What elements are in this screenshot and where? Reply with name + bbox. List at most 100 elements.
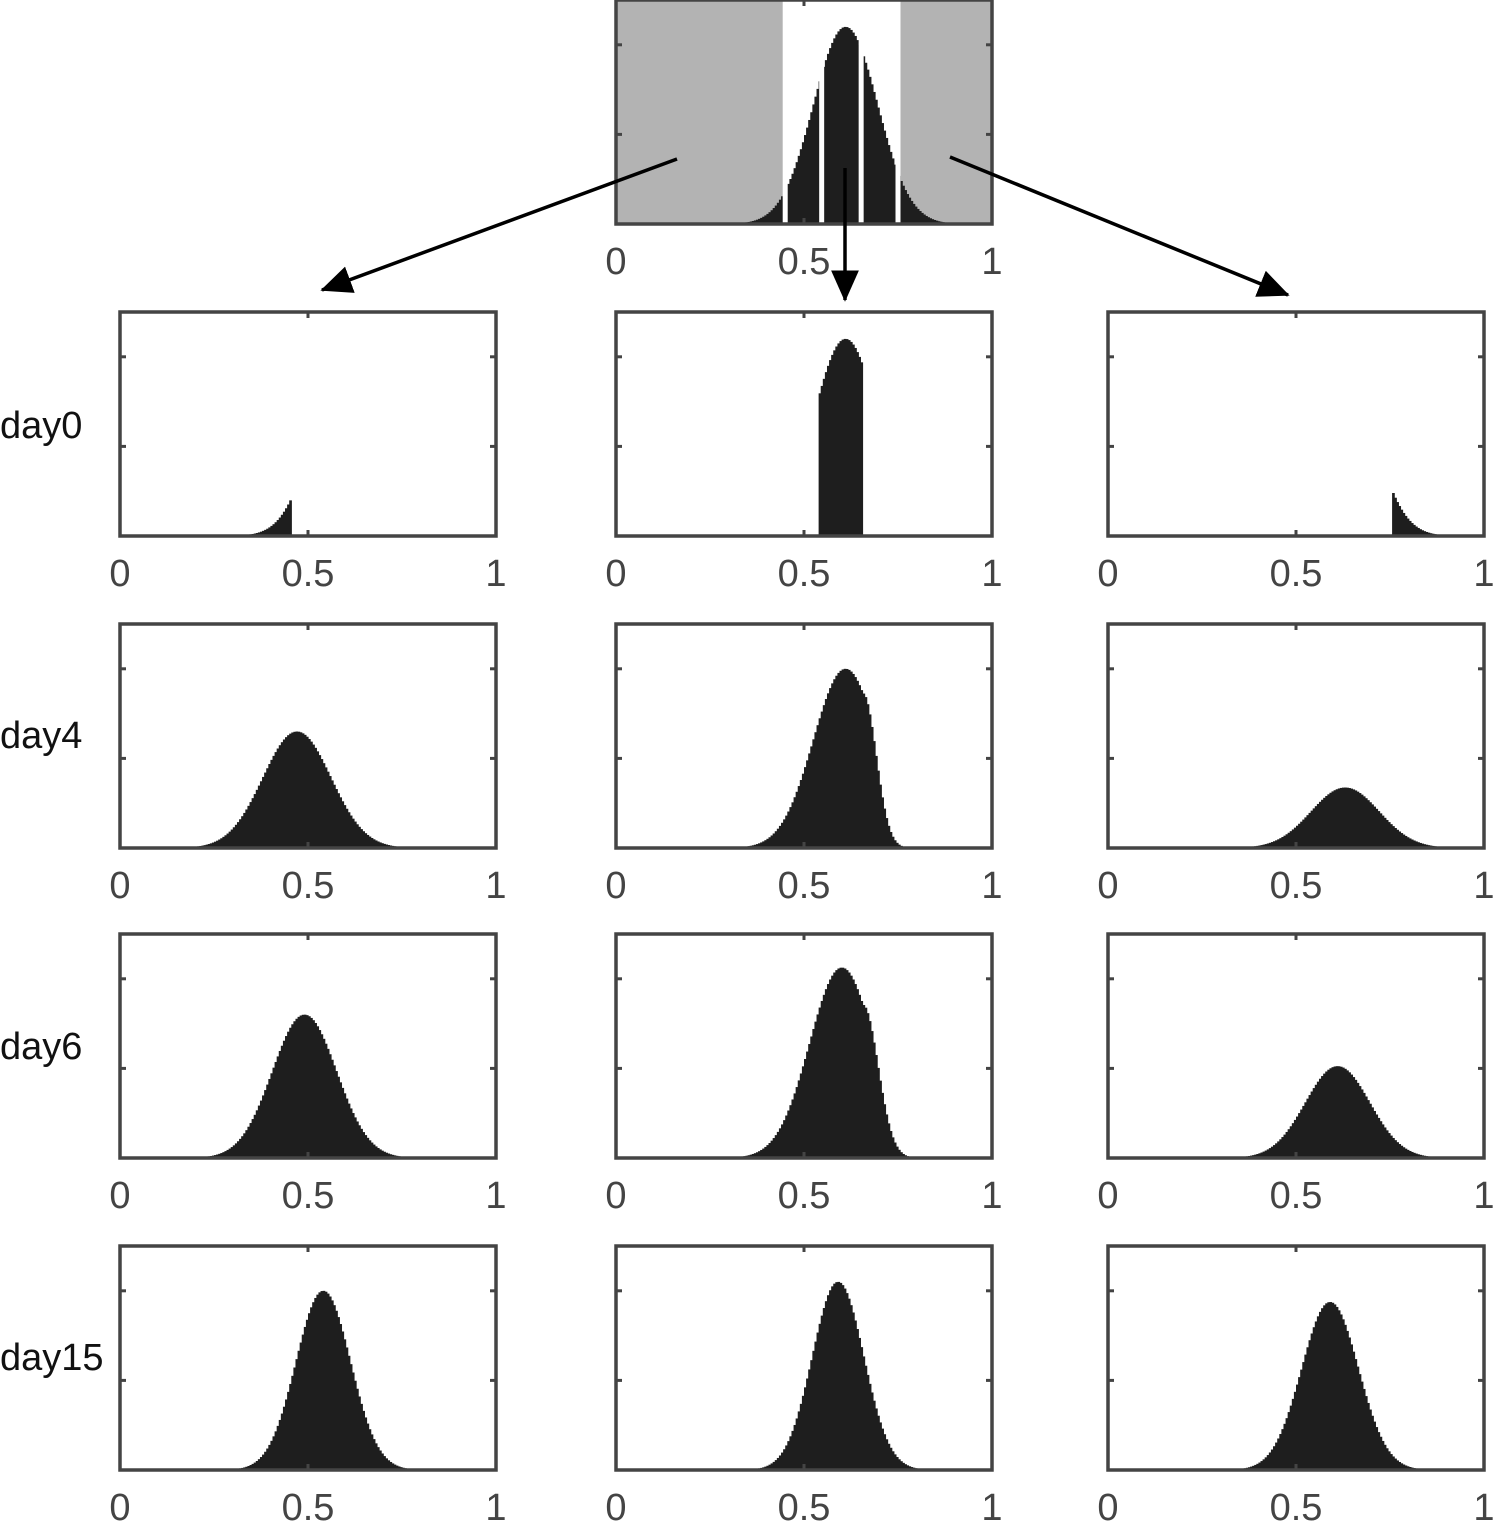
histogram-bar	[858, 356, 861, 536]
histogram-bar	[305, 1319, 309, 1470]
histogram-bar	[1354, 1079, 1358, 1158]
histogram-bar	[764, 1146, 767, 1158]
histogram-bar	[376, 841, 380, 848]
histogram-bar	[297, 731, 301, 848]
histogram-bar	[791, 1430, 795, 1470]
histogram-bar	[1348, 788, 1351, 848]
histogram-bar	[1406, 1466, 1410, 1470]
histogram-bar	[1270, 1146, 1274, 1158]
histogram-bar	[379, 1149, 382, 1158]
histogram-bar	[1390, 1135, 1393, 1158]
histogram-bar	[1348, 1072, 1351, 1158]
histogram-bar	[900, 1152, 903, 1158]
histogram-bar	[299, 732, 303, 848]
histogram-bar	[1318, 1078, 1322, 1158]
histogram-bar	[1390, 1454, 1393, 1470]
histogram-bar	[860, 1347, 864, 1470]
histogram-bar	[1406, 837, 1410, 848]
histogram-bar	[308, 1313, 311, 1470]
histogram-bar	[280, 514, 284, 536]
histogram-bar	[843, 338, 847, 536]
histogram-bar	[347, 1103, 351, 1158]
histogram-bar	[1373, 806, 1376, 848]
histogram-bar	[885, 818, 889, 848]
histogram-bar	[816, 725, 820, 848]
histogram-bar	[849, 341, 853, 536]
histogram-bar	[1333, 1066, 1337, 1158]
histogram-bar	[908, 1466, 912, 1470]
histogram-bar	[877, 770, 880, 848]
histogram-bar	[1298, 823, 1301, 848]
histogram-bar	[272, 755, 276, 848]
histogram-bar	[1362, 1092, 1366, 1158]
histogram-bar	[875, 1055, 878, 1158]
histogram-bar	[801, 1066, 805, 1158]
histogram-bar	[810, 746, 813, 848]
histogram-bar	[835, 675, 839, 848]
histogram-bar	[339, 1324, 343, 1470]
histogram-bar	[280, 1045, 284, 1158]
histogram-bar	[356, 824, 359, 848]
histogram-bar	[1327, 1069, 1331, 1158]
histogram-bar	[883, 1104, 887, 1158]
histogram-bar	[1287, 1129, 1291, 1158]
histogram-bar	[864, 1365, 868, 1470]
x-tick-label: 0.5	[778, 1487, 831, 1525]
histogram-bar	[826, 693, 830, 848]
histogram-bar	[262, 1454, 265, 1470]
histogram-bar	[316, 1294, 320, 1470]
histogram-bar	[1260, 1152, 1264, 1158]
histogram-bar	[228, 831, 232, 848]
histogram-bar	[1373, 1421, 1376, 1470]
histogram-bar	[276, 748, 280, 848]
histogram-bar	[766, 213, 770, 224]
histogram-bar	[253, 794, 257, 848]
histogram-bar	[1408, 838, 1412, 848]
histogram-bar	[839, 341, 843, 536]
histogram-bar	[781, 1124, 784, 1158]
histogram-bar	[270, 1440, 274, 1470]
histogram-bar	[1256, 1463, 1259, 1470]
histogram-bar	[804, 767, 807, 848]
histogram-bar	[326, 1293, 330, 1470]
histogram-bar	[787, 1110, 790, 1158]
histogram-bar	[783, 1449, 786, 1470]
histogram-bar	[1383, 1127, 1387, 1158]
x-tick-label: 1	[1473, 1175, 1494, 1217]
histogram-bar	[1304, 1354, 1308, 1470]
histogram-bar	[366, 1423, 370, 1470]
histogram-bar	[1270, 1449, 1274, 1470]
histogram-bar	[789, 807, 793, 848]
histogram-bar	[820, 1315, 824, 1470]
histogram-bar	[772, 1461, 776, 1470]
histogram-bar	[820, 385, 824, 536]
histogram-bar	[259, 1100, 263, 1158]
histogram-bar	[904, 190, 907, 224]
histogram-bar	[923, 214, 926, 224]
histogram-bar	[1341, 787, 1345, 848]
histogram-bar	[1285, 1418, 1289, 1470]
histogram-bar	[1392, 493, 1395, 536]
histogram-bar	[862, 693, 866, 848]
histogram-bar	[1275, 1143, 1278, 1158]
histogram-bar	[1354, 790, 1358, 848]
histogram-bar	[1379, 1436, 1383, 1470]
histogram-bar	[379, 842, 382, 848]
histogram-bar	[774, 1135, 778, 1158]
histogram-bar	[843, 668, 847, 848]
histogram-bar	[1266, 1455, 1270, 1470]
panel-background	[616, 312, 992, 536]
histogram-bar	[333, 784, 336, 848]
histogram-bar	[753, 220, 757, 224]
histogram-bar	[1275, 840, 1278, 848]
histogram-bar	[799, 1073, 803, 1158]
row-label-day15: day15	[0, 1337, 104, 1379]
histogram-bar	[774, 831, 778, 848]
histogram-bar	[339, 1082, 343, 1158]
histogram-bar	[785, 1445, 788, 1470]
histogram-bar	[872, 91, 876, 224]
x-tick-label: 1	[981, 1487, 1002, 1525]
histogram-bar	[293, 731, 297, 848]
